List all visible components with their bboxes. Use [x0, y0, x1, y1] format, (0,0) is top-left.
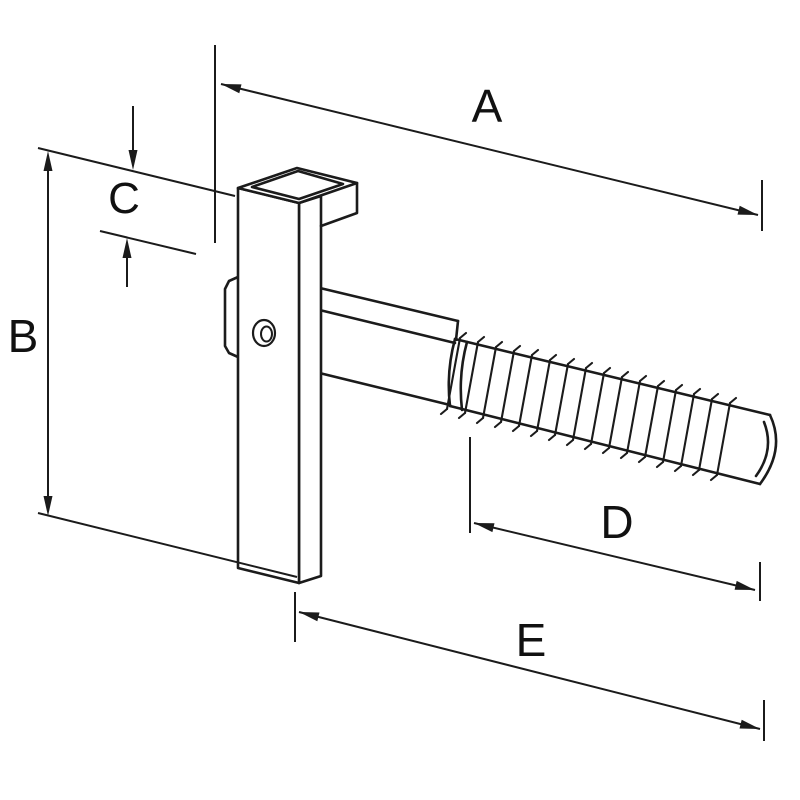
bolt-square-shank-bottom-edge — [297, 366, 452, 407]
dim-a-arrowhead-left — [221, 84, 242, 94]
dimension-c: C — [99, 106, 197, 287]
dim-b-arrowhead-bottom — [43, 496, 53, 516]
dim-e-label: E — [516, 614, 547, 666]
bracket-left-tab — [223, 275, 239, 359]
dimension-e: E — [294, 592, 765, 741]
dim-d-extension-lines — [469, 437, 761, 601]
bolt — [297, 281, 778, 486]
dim-b-label: B — [8, 310, 39, 362]
dim-c-arrowhead-bottom — [122, 238, 132, 258]
dim-e-line — [298, 611, 761, 730]
dim-a-label: A — [472, 80, 503, 132]
bolt-rod-tip-outer-arc — [758, 413, 778, 486]
mounting-hole-inner — [260, 325, 273, 343]
bolt-rod-bottom-edge — [448, 404, 762, 486]
bolt-rod-tip-inner-arc — [754, 420, 770, 478]
bolt-square-shank-top-edge — [297, 281, 460, 323]
bracket — [223, 166, 359, 585]
dim-e-arrowhead-right — [739, 719, 760, 729]
bolt-thread-crest-ticks — [439, 331, 738, 482]
bolt-thread-runout-arc-2 — [459, 340, 469, 412]
dim-c-arrowhead-top — [128, 150, 138, 170]
dim-a-line — [220, 83, 759, 216]
dimension-b: B — [8, 147, 298, 578]
bracket-tube-back-wall-edge — [319, 181, 359, 228]
bracket-tube-top-inner — [250, 169, 345, 201]
dim-b-arrowhead-top — [43, 151, 53, 171]
dim-c-label: C — [108, 174, 140, 223]
dim-c-extension-line — [99, 230, 197, 255]
dim-b-extension-lines — [37, 147, 298, 578]
bracket-front-face — [236, 186, 301, 585]
dimension-a: A — [214, 45, 763, 243]
dim-a-extension-lines — [214, 45, 763, 243]
dim-d-label: D — [600, 496, 633, 548]
bolt-square-shank-corner-edge — [297, 303, 457, 345]
bolt-thread-lines — [445, 336, 732, 477]
dim-e-arrowhead-left — [299, 612, 320, 622]
bracket-side-face — [297, 194, 323, 585]
dim-d-arrowhead-right — [734, 580, 755, 590]
dim-e-extension-lines — [294, 592, 765, 741]
bolt-shank-end-edge — [454, 319, 460, 342]
dim-a-arrowhead-right — [737, 205, 758, 215]
bolt-rod-top-edge — [453, 337, 772, 417]
dimension-d: D — [469, 437, 761, 601]
dim-d-line — [473, 522, 756, 591]
dim-d-arrowhead-left — [474, 523, 495, 533]
